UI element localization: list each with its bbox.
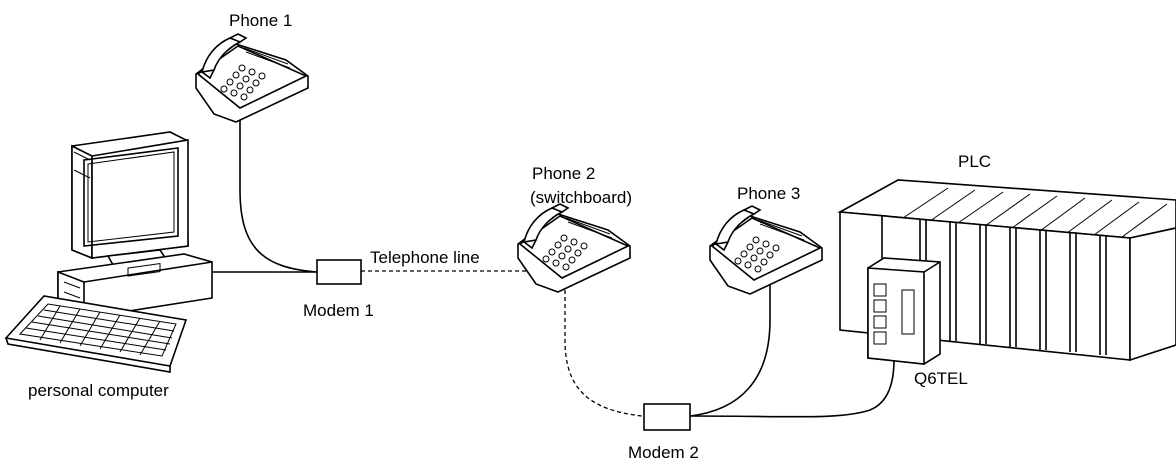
plc-label: PLC: [958, 152, 991, 171]
modem-2-icon: [643, 403, 691, 431]
phone-3-label: Phone 3: [737, 184, 800, 203]
personal-computer-label: personal computer: [28, 381, 169, 400]
phone-2-sublabel: (switchboard): [530, 188, 632, 207]
cable-modem2-q6tel: [689, 359, 895, 418]
cable-phone3-modem2: [689, 280, 771, 417]
modem-2-label: Modem 2: [628, 443, 699, 462]
q6tel-module-icon: [867, 257, 941, 365]
phone-1-icon: [195, 33, 309, 123]
phone-2-label: Phone 2: [532, 164, 595, 183]
cable-phone1-modem1: [239, 118, 318, 273]
personal-computer-icon: [4, 131, 213, 373]
phone-2-icon: [517, 203, 631, 293]
cable-phone2-modem2-dashed: [564, 290, 643, 417]
phone-1-label: Phone 1: [229, 11, 292, 30]
modem-1-label: Modem 1: [303, 301, 374, 320]
plc-rack-icon: [837, 179, 1176, 362]
phone-3-icon: [709, 205, 823, 295]
q6tel-label: Q6TEL: [914, 369, 968, 388]
modem-1-icon: [316, 259, 362, 285]
telephone-line-label: Telephone line: [370, 248, 480, 267]
